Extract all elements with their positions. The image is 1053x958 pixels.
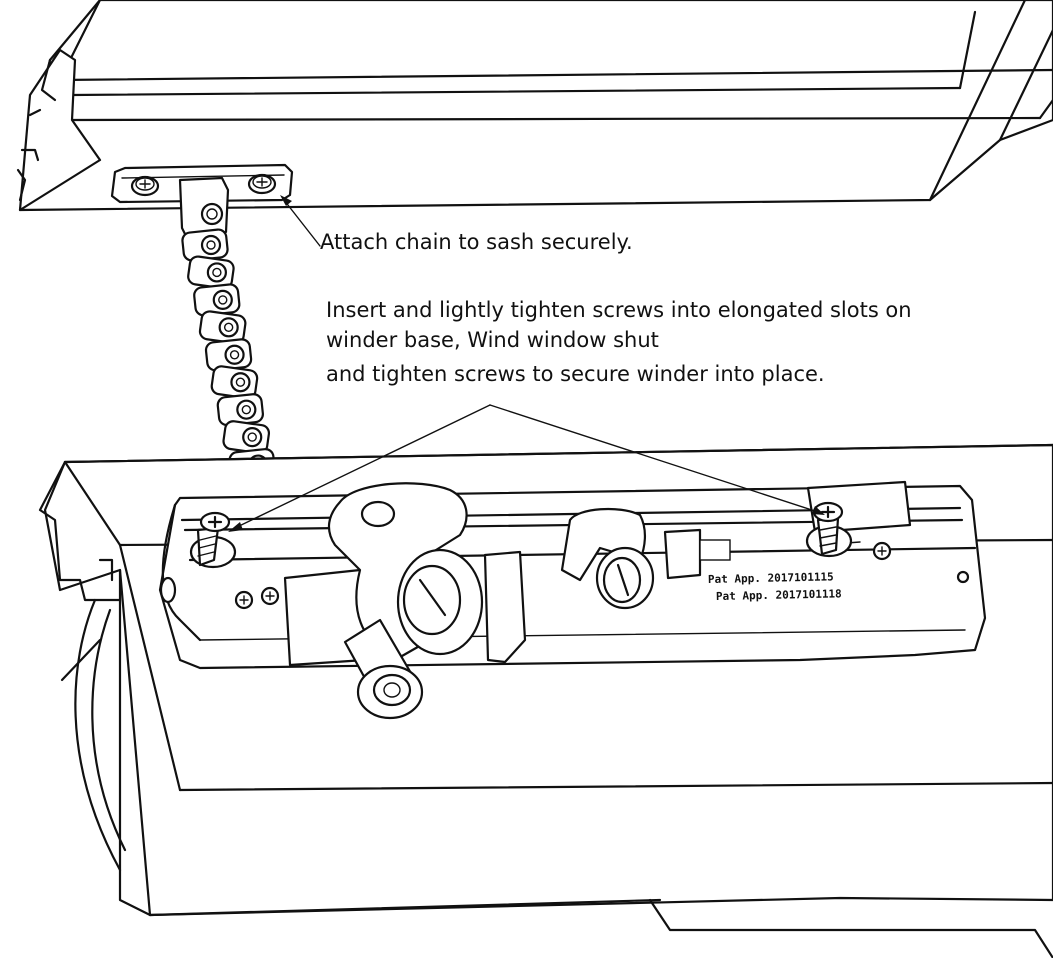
leader-lines	[228, 195, 825, 532]
patent-stamp-2: Pat App. 2017101118	[716, 587, 842, 603]
bracket-screw-left	[130, 175, 160, 197]
callout-screws-line-2: winder base, Wind window shut	[326, 328, 659, 352]
callout-screws-line-1: Insert and lightly tighten screws into e…	[326, 298, 912, 322]
bracket-screw-right	[247, 173, 277, 195]
chain-link	[204, 338, 253, 372]
screw-left-leader-line	[234, 404, 491, 529]
sash-bracket	[110, 163, 294, 242]
screw-right-leader-arrow	[812, 506, 825, 515]
winder-small-screw-1	[234, 590, 254, 610]
screw-right-leader-line	[489, 404, 819, 513]
chain-link	[210, 365, 259, 400]
screw-left-leader-arrow	[228, 522, 243, 532]
chain-link	[187, 255, 235, 290]
winder-small-screw-2	[260, 586, 280, 606]
winder-small-screw-6	[872, 541, 892, 561]
crank-handle	[327, 482, 484, 720]
chain-leader-arrow	[280, 195, 292, 206]
patent-stamps: Pat App. 2017101115 Pat App. 2017101118	[708, 570, 842, 603]
sash-frame	[16, 0, 1053, 212]
chain-link	[181, 228, 229, 262]
base-screw-right	[805, 501, 853, 558]
base-screw-left	[189, 511, 237, 569]
chain-link	[216, 393, 264, 427]
chain-leader-line	[283, 199, 321, 247]
lock-cam	[560, 507, 655, 610]
chain-link	[193, 283, 241, 317]
chain-link	[198, 310, 247, 345]
callout-screws-line-3: and tighten screws to secure winder into…	[326, 362, 825, 386]
callout-chain: Attach chain to sash securely.	[320, 230, 633, 254]
patent-stamp-1: Pat App. 2017101115	[708, 570, 834, 586]
